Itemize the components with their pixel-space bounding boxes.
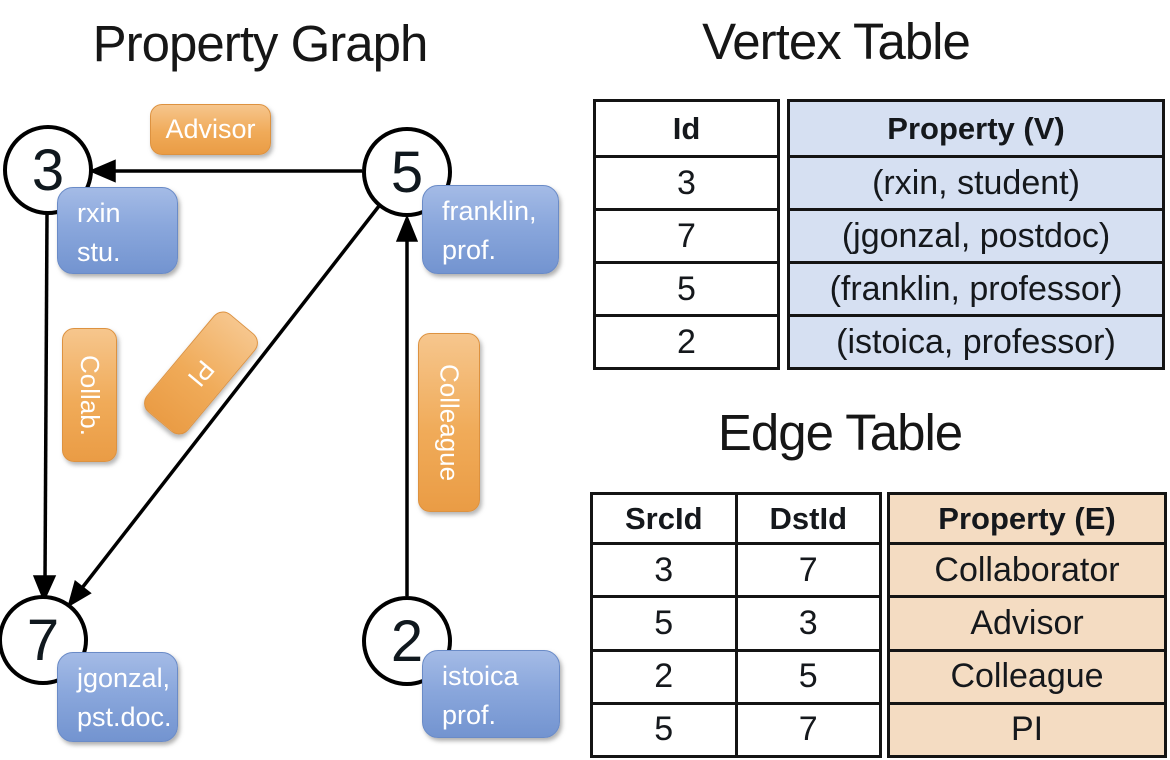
edge-row-src: 5: [654, 603, 674, 642]
vertex-7-name: jgonzal,: [77, 663, 171, 693]
vertex-2-name: istoica: [442, 661, 519, 691]
graph-edges-layer: [32, 159, 419, 608]
vertex-row-property: (franklin, professor): [790, 261, 1162, 314]
edge-arrow-3-to-7: [32, 213, 57, 603]
vertex-table-id-column: Id 3 7 5 2: [593, 99, 780, 370]
edge-row-property: Advisor: [890, 595, 1164, 649]
edge-row-src: 3: [654, 550, 674, 589]
vertex-3-role: stu.: [77, 237, 121, 267]
edge-row-src: 5: [654, 710, 674, 749]
vertex-row-id: 2: [596, 314, 777, 367]
node-7-id: 7: [26, 607, 60, 673]
vertex-row-id: 3: [596, 155, 777, 208]
vertex-5-name: franklin,: [442, 196, 537, 226]
vertex-property-box-2: istoica prof.: [422, 650, 560, 738]
property-graph-title: Property Graph: [92, 15, 429, 72]
edge-table-title: Edge Table: [717, 404, 963, 461]
edge-row-dst: 5: [734, 651, 880, 702]
edge-label-collab: Collab.: [62, 328, 117, 462]
edge-row-property: Colleague: [890, 648, 1164, 702]
edge-row-dst: 7: [734, 704, 880, 755]
vertex-row-id: 5: [596, 261, 777, 314]
node-3-id: 3: [31, 137, 65, 203]
edge-row-dst: 7: [734, 545, 880, 596]
vertex-2-role: prof.: [442, 700, 497, 730]
vertex-property-box-5: franklin, prof.: [422, 185, 559, 274]
graph-node-2: 2: [362, 596, 452, 686]
edge-table-property-column: Property (E) Collaborator Advisor Collea…: [887, 492, 1167, 758]
edge-arrow-5-to-7: [67, 204, 381, 608]
graph-node-3: 3: [3, 125, 93, 215]
edge-table-header-dstid: DstId: [734, 495, 879, 542]
vertex-row-property: (rxin, student): [790, 155, 1162, 208]
vertex-table-header-id: Id: [672, 110, 701, 146]
vertex-table-header-property: Property (V): [790, 102, 1162, 155]
edge-table-id-columns: SrcId DstId 3 7 5 3 2 5 5 7: [590, 492, 882, 758]
edge-table-header-property: Property (E): [890, 495, 1164, 542]
vertex-7-role: pst.doc.: [77, 702, 172, 732]
edge-label-advisor: Advisor: [150, 104, 271, 155]
vertex-row-property: (jgonzal, postdoc): [790, 208, 1162, 261]
edge-table-header-srcid: SrcId: [624, 500, 703, 536]
edge-row-src: 2: [654, 657, 674, 696]
edge-row-property: PI: [890, 701, 1164, 755]
vertex-property-box-3: rxin stu.: [57, 187, 178, 274]
vertex-table-property-column: Property (V) (rxin, student) (jgonzal, p…: [787, 99, 1165, 370]
vertex-property-box-7: jgonzal, pst.doc.: [57, 652, 178, 742]
node-2-id: 2: [390, 608, 424, 674]
edge-arrow-2-to-5: [395, 214, 419, 596]
vertex-row-id: 7: [596, 208, 777, 261]
vertex-row-property: (istoica, professor): [790, 314, 1162, 367]
vertex-table-title: Vertex Table: [702, 13, 971, 70]
vertex-3-name: rxin: [77, 198, 121, 228]
edge-row-dst: 3: [734, 598, 880, 649]
node-5-id: 5: [390, 139, 424, 205]
edge-row-property: Collaborator: [890, 542, 1164, 596]
edge-label-colleague: Colleague: [418, 333, 480, 512]
vertex-5-role: prof.: [442, 235, 497, 265]
edge-arrow-5-to-3: [88, 159, 362, 183]
